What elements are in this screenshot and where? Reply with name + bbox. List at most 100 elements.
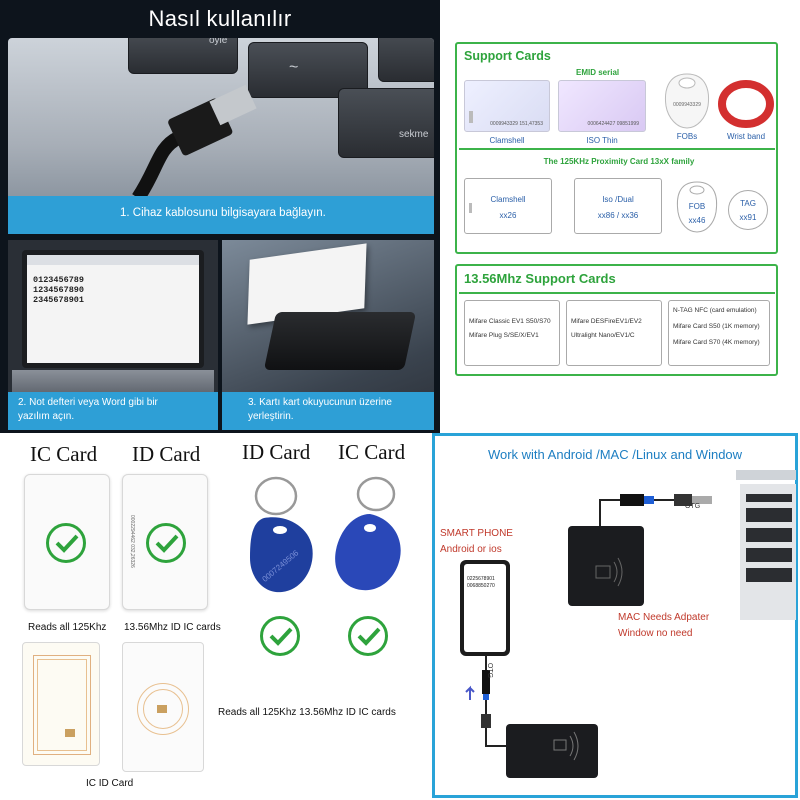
iso-dual-family-card: Iso /Dual xx86 / xx36	[574, 178, 662, 234]
ic-white-card	[24, 474, 110, 610]
notepad-line: 2345678901	[33, 295, 85, 305]
ic-card-heading: IC Card	[30, 442, 98, 466]
blue-fob-ic-icon	[335, 476, 401, 591]
mhz-card-list: N-TAG NFC (card emulation) Mifare Card S…	[668, 300, 770, 366]
id-white-card: 0002294462 032,26326	[122, 474, 208, 610]
id-card-heading: ID Card	[242, 440, 311, 464]
notepad-line: 1234567890	[33, 285, 85, 295]
otg-cable-icon	[599, 494, 712, 530]
blue-fob-id-icon: 0007249506	[250, 476, 313, 593]
mhz-card-item: Mifare Card S50 (1K memory)	[673, 323, 760, 330]
smartphone-icon: 0225678901 0068850270	[460, 560, 510, 656]
family-card-name: Iso /Dual	[602, 195, 634, 204]
wristband-label: Wrist band	[726, 132, 766, 141]
support-cards-box	[455, 42, 778, 254]
iso-thin-label: ISO Thin	[586, 136, 618, 145]
key: öyle	[128, 38, 238, 74]
step3-caption: 3. Kartı kart okuyucunun üzerine yerleşt…	[222, 392, 434, 430]
otg-label: OTG	[685, 503, 701, 510]
mhz-card-list: Mifare DESFireEV1/EV2 Ultralight Nano/EV…	[566, 300, 662, 366]
fobs-label: FOBs	[676, 132, 698, 141]
window-no-need-label: Window no need	[618, 628, 693, 639]
notepad-titlebar	[27, 255, 199, 265]
otg-label: OTG	[486, 662, 494, 679]
reads-125-label: Reads all 125Khz	[28, 622, 107, 633]
family-card-name: Clamshell	[490, 195, 526, 204]
step3-line1: 3. Kartı kart okuyucunun üzerine	[248, 397, 392, 408]
check-icon	[146, 523, 186, 563]
compatibility-title: Work with Android /MAC /Linux and Window	[487, 447, 743, 462]
family-card-name: FOB	[688, 202, 706, 211]
macbook-icon	[736, 470, 796, 620]
fob-number: 0009943329	[673, 102, 701, 108]
divider	[459, 292, 775, 294]
iso-thin-card: 0006424427 09851999	[558, 80, 646, 132]
usage-panel: Nasıl kullanılır öyle ~ sekme 1. Cihaz k…	[0, 0, 440, 433]
check-icon	[46, 523, 86, 563]
usb-cable-icon	[132, 84, 257, 198]
phone-line: 0068850270	[467, 583, 495, 589]
fob-family-card: FOB xx46	[674, 180, 720, 234]
ic-id-caption: IC ID Card	[86, 778, 134, 789]
step2-caption: 2. Not defteri veya Word gibi bir yazılı…	[8, 392, 218, 430]
mhz-card-item: Mifare DESFireEV1/EV2	[571, 318, 642, 325]
laptop-screen: 0123456789 1234567890 2345678901	[22, 250, 204, 368]
ic-card-heading: IC Card	[338, 440, 406, 464]
reads-1356-label: 13.56Mhz ID IC cards	[124, 622, 221, 633]
mac-needs-label: MAC Needs Adpater	[618, 612, 710, 623]
step1-caption: 1. Cihaz kablosunu bilgisayara bağlayın.	[8, 196, 434, 234]
mhz-card-item: Ultralight Nano/EV1/C	[571, 332, 635, 339]
iso-card-number: 0006424427 09851999	[587, 121, 639, 127]
step2-line2: yazılım açın.	[18, 411, 75, 422]
clamshell-card-number: 0009943329 151,47353	[490, 121, 543, 127]
family-card-code: xx86 / xx36	[597, 211, 639, 220]
mhz-card-item: Mifare Plug S/SE/X/EV1	[469, 332, 539, 339]
mac-note-text: MAC Needs Adpater Window no need	[618, 610, 709, 642]
family-card-code: xx26	[499, 211, 517, 220]
check-icon	[260, 616, 300, 656]
mhz-card-item: Mifare Card S70 (4K memory)	[673, 339, 760, 346]
phone-screen: 0225678901 0068850270	[464, 564, 506, 652]
family-card-code: xx91	[739, 213, 757, 222]
phone-otg-cable-icon	[465, 656, 508, 747]
mhz-cards-box	[455, 264, 778, 376]
mhz-card-list: Mifare Classic EV1 S50/S70 Mifare Plug S…	[464, 300, 560, 366]
card-reader-icon	[506, 724, 598, 778]
card-reader-icon	[568, 526, 644, 606]
family-card-name: TAG	[740, 199, 756, 208]
reads-both-label: Reads all 125Khz 13.56Mhz ID IC cards	[218, 707, 396, 718]
smart-phone-text: SMART PHONE Android or ios	[440, 526, 513, 558]
mhz-card-item: N-TAG NFC (card emulation)	[673, 307, 757, 314]
id-coil-card	[122, 642, 204, 772]
clamshell-card: 0009943329 151,47353	[464, 80, 550, 132]
step2-line1: 2. Not defteri veya Word gibi bir	[18, 397, 158, 408]
clamshell-family-card: Clamshell xx26	[464, 178, 552, 234]
family-card-code: xx46	[688, 216, 706, 225]
fob-keytag-icon: 0009943329	[665, 73, 709, 129]
notepad-line: 0123456789	[33, 275, 85, 285]
mhz-cards-title: 13.56Mhz Support Cards	[464, 271, 616, 286]
key: sekme	[338, 88, 434, 158]
notepad-window: 0123456789 1234567890 2345678901	[27, 255, 199, 363]
phone-line: 0225678901	[467, 576, 495, 582]
support-cards-title: Support Cards	[464, 49, 551, 63]
id-card-heading: ID Card	[132, 442, 201, 466]
laptop-keyboard	[12, 370, 214, 396]
usage-title: Nasıl kullanılır	[148, 6, 292, 31]
ic-coil-card	[22, 642, 100, 766]
wristband-icon: RFID	[718, 80, 774, 128]
id-card-vertical-number: 0002294462 032,26326	[129, 515, 135, 568]
tag-family-card: TAG xx91	[728, 190, 768, 230]
family-title: The 125KHz Proximity Card 13xX family	[543, 157, 695, 166]
mhz-card-item: Mifare Classic EV1 S50/S70	[469, 318, 551, 325]
fob-outline-icon	[676, 181, 718, 233]
check-icon	[348, 616, 388, 656]
smart-phone-label: SMART PHONE	[440, 528, 513, 539]
emid-label: EMID serial	[576, 68, 620, 77]
wristband-text: RFID	[739, 92, 754, 98]
android-ios-label: Android or ios	[440, 544, 502, 555]
card-reader	[263, 312, 417, 370]
divider	[459, 148, 775, 150]
step3-line2: yerleştirin.	[248, 411, 294, 422]
key	[378, 38, 434, 82]
